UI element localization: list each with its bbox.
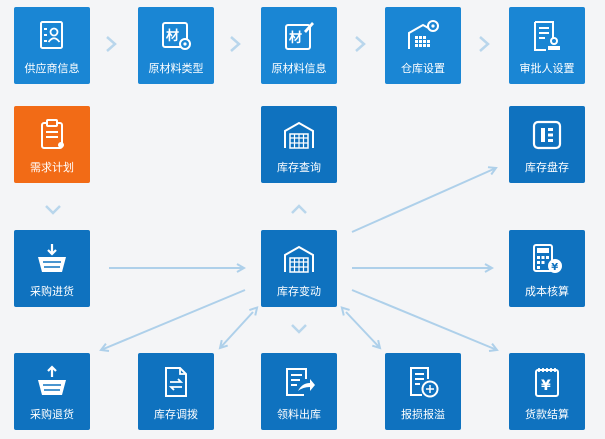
arrow-change-to-payment <box>351 289 497 350</box>
chevron-right-icon <box>479 36 490 52</box>
inventory-query-tile[interactable]: 库存查询 <box>261 106 337 183</box>
tile-label: 库存调拨 <box>154 408 198 421</box>
tile-label: 需求计划 <box>30 161 74 174</box>
payment-yen-icon: ¥ <box>535 368 559 397</box>
tile-label: 库存变动 <box>277 285 321 298</box>
tile-label: 货款结算 <box>525 408 569 421</box>
svg-text:材: 材 <box>166 28 179 44</box>
tile-label: 库存盘存 <box>525 161 569 174</box>
tile-label: 供应商信息 <box>24 62 80 75</box>
document-stamp-icon <box>534 21 560 51</box>
transfer-doc-icon <box>165 367 187 397</box>
demand-plan-tile[interactable]: 需求计划 <box>14 106 90 183</box>
svg-text:¥: ¥ <box>551 262 558 273</box>
approver-settings-tile[interactable]: 审批人设置 <box>509 7 585 84</box>
loss-report-icon <box>410 367 439 398</box>
chevron-right-icon <box>106 36 117 52</box>
warehouse-gear-icon <box>408 20 439 49</box>
chevron-down-icon <box>291 324 307 334</box>
warehouse-icon <box>284 245 314 273</box>
warehouse-settings-tile[interactable]: 仓库设置 <box>385 7 461 84</box>
inventory-count-tile[interactable]: 库存盘存 <box>509 106 585 183</box>
tile-label: 领料出库 <box>277 408 321 421</box>
inventory-count-icon <box>532 120 562 150</box>
arrow-change-to-return <box>101 289 246 350</box>
basket-in-icon <box>38 244 66 272</box>
chevron-down-icon <box>45 205 61 215</box>
basket-out-icon <box>38 365 66 395</box>
material-type-tile[interactable]: 材 原材料类型 <box>138 7 214 84</box>
material-gear-icon: 材 <box>162 22 191 50</box>
tile-label: 采购退货 <box>30 408 74 421</box>
calculator-yen-icon: ¥ <box>533 244 562 273</box>
svg-text:¥: ¥ <box>541 378 551 394</box>
tile-label: 成本核算 <box>525 285 569 298</box>
contact-card-icon <box>40 21 63 49</box>
tile-label: 采购进货 <box>30 285 74 298</box>
material-edit-icon: 材 <box>285 22 314 50</box>
supplier-info-tile[interactable]: 供应商信息 <box>14 7 90 84</box>
loss-overflow-tile[interactable]: 报损报溢 <box>385 353 461 430</box>
tile-label: 库存查询 <box>277 161 321 174</box>
chevron-right-icon <box>355 36 366 52</box>
tile-label: 原材料信息 <box>271 62 327 75</box>
chevron-right-icon <box>230 36 241 52</box>
arrow-change-loss <box>346 312 380 348</box>
inventory-transfer-tile[interactable]: 库存调拨 <box>138 353 214 430</box>
payment-settlement-tile[interactable]: ¥ 货款结算 <box>509 353 585 430</box>
tile-label: 审批人设置 <box>519 62 575 75</box>
arrow-change-transfer <box>220 312 253 348</box>
svg-text:材: 材 <box>289 30 302 46</box>
material-out-tile[interactable]: 领料出库 <box>261 353 337 430</box>
tile-label: 原材料类型 <box>148 62 204 75</box>
outbound-doc-icon <box>286 368 315 396</box>
chevron-up-icon <box>291 204 307 214</box>
inventory-change-tile[interactable]: 库存变动 <box>261 230 337 307</box>
arrow-change-to-count <box>351 168 496 233</box>
purchase-in-tile[interactable]: 采购进货 <box>14 230 90 307</box>
tile-label: 报损报溢 <box>401 408 445 421</box>
warehouse-icon <box>284 121 314 149</box>
cost-accounting-tile[interactable]: ¥ 成本核算 <box>509 230 585 307</box>
tile-label: 仓库设置 <box>401 62 445 75</box>
material-info-tile[interactable]: 材 原材料信息 <box>261 7 337 84</box>
clipboard-icon <box>41 119 64 149</box>
purchase-return-tile[interactable]: 采购退货 <box>14 353 90 430</box>
